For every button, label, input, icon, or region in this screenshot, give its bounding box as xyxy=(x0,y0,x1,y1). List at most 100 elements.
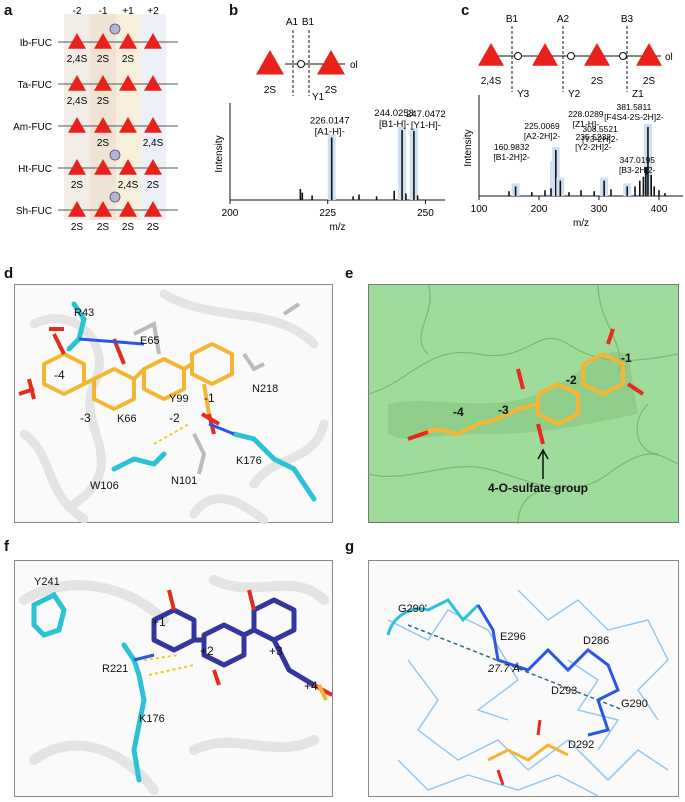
site-label: -1 xyxy=(621,351,632,365)
residue-label: D293 xyxy=(551,685,577,697)
sulfation-label: 2S xyxy=(643,76,656,87)
panel-b-label: b xyxy=(229,2,239,19)
sulfation-label: 2S xyxy=(122,222,135,233)
residue-label: K176 xyxy=(139,713,165,725)
residue-label: G290' xyxy=(398,603,427,615)
residue-label: E65 xyxy=(140,335,160,347)
reducing-end-label: ol xyxy=(350,60,358,71)
fucose-triangle xyxy=(144,117,162,133)
fucose-triangle xyxy=(68,201,86,217)
fragment-label: A1 xyxy=(286,17,299,28)
sulfation-label: 2S xyxy=(325,85,338,96)
fucoidan-name: Ht-FUC xyxy=(18,164,52,175)
sulfation-label: 2,4S xyxy=(481,76,502,87)
fragment-label: Y2 xyxy=(568,89,581,100)
peak-ion-label: [B1-2H]2- xyxy=(493,152,530,162)
residue-label: Y99 xyxy=(169,393,189,405)
fucoidan-name: Sh-FUC xyxy=(16,206,52,217)
residue-label: Y241 xyxy=(34,576,60,588)
fucose-triangle xyxy=(119,159,137,175)
sulfation-label: 2S xyxy=(97,222,110,233)
peak-ion-label: [B1-H]- xyxy=(379,119,409,130)
sulfation-label: 2,4S xyxy=(143,138,164,149)
fucoidan-name: Am-FUC xyxy=(13,122,52,133)
fucose-triangle xyxy=(144,75,162,91)
fragment-label: Z1 xyxy=(632,89,644,100)
fucose-triangle xyxy=(94,75,112,91)
site-label: -4 xyxy=(453,405,464,419)
panel-e-label: e xyxy=(345,265,354,282)
site-label: +2 xyxy=(200,644,214,658)
fucose-triangle xyxy=(256,50,284,75)
fucose-triangle xyxy=(94,33,112,49)
sulfation-label: 2S xyxy=(591,76,604,87)
peak-mz-label: 308.5521 xyxy=(582,124,618,134)
fucose-triangle xyxy=(144,33,162,49)
linkage-oxygen xyxy=(514,52,522,60)
x-tick-label: 100 xyxy=(471,204,488,215)
fragment-label: Y3 xyxy=(517,89,530,100)
x-axis-label: m/z xyxy=(573,218,589,229)
position-label: +1 xyxy=(122,6,134,17)
site-label: +4 xyxy=(304,679,318,693)
peak-mz-label: 244.0253 xyxy=(374,108,414,119)
fucose-triangle xyxy=(478,43,504,66)
peak-mz-label: 381.5811 xyxy=(617,102,652,112)
branch-icon xyxy=(109,149,121,161)
fucose-triangle xyxy=(636,43,662,66)
site-label: -1 xyxy=(204,391,215,405)
sulfation-label: 2S xyxy=(264,85,277,96)
peak-mz-label: 225.0069 xyxy=(524,121,560,131)
x-tick-label: 200 xyxy=(222,208,239,219)
peak-ion-label: [A2-2H]2- xyxy=(524,131,561,141)
panel-f-structure: Y241 +1 +2 +3 R221 K176 +4 xyxy=(14,560,333,797)
fucose-triangle xyxy=(119,201,137,217)
branch-icon xyxy=(109,191,121,203)
fucose-triangle xyxy=(94,201,112,217)
peak-ion-label: [A1-H]- xyxy=(315,126,345,137)
residue-label: N101 xyxy=(171,475,197,487)
site-label: +3 xyxy=(269,644,283,658)
fucose-triangle xyxy=(68,117,86,133)
site-label: -4 xyxy=(54,368,65,382)
panel-e-surface: -4 -3 -2 -1 4-O-sulfate group xyxy=(367,283,679,525)
reducing-end-label: ol xyxy=(665,52,673,63)
panel-c-label: c xyxy=(461,2,470,19)
fragment-label: A2 xyxy=(557,14,570,25)
residue-label: G290 xyxy=(621,698,648,710)
fucose-triangle xyxy=(317,50,345,75)
y-axis-label: Intensity xyxy=(214,135,225,172)
peak-ion-label: [B3-2H]2- xyxy=(619,165,656,175)
peak-mz-label: 235.5232 xyxy=(576,132,612,142)
sulfation-label: 2S xyxy=(147,222,160,233)
peak-ion-label: [Y2-2H]2- xyxy=(575,142,612,152)
position-label: -1 xyxy=(99,6,108,17)
fucose-triangle xyxy=(94,117,112,133)
fucose-triangle xyxy=(119,75,137,91)
linkage-oxygen xyxy=(297,60,305,68)
site-label: -3 xyxy=(498,403,509,417)
fragment-label: B1 xyxy=(302,17,315,28)
sulfation-label: 2,4S xyxy=(67,54,88,65)
fucose-triangle xyxy=(94,159,112,175)
fucose-triangle xyxy=(144,159,162,175)
residue-label: E296 xyxy=(500,631,526,643)
peak-ion-label: [Z1-H]- xyxy=(573,119,600,129)
sulfation-label: 2,4S xyxy=(118,180,139,191)
fucose-triangle xyxy=(144,201,162,217)
distance-label: 27.7 Å xyxy=(487,662,520,675)
site-label: -2 xyxy=(169,411,180,425)
peak-mz-label: 228.0289 xyxy=(568,109,604,119)
fragment-label: B1 xyxy=(506,14,519,25)
sulfation-label: 2,4S xyxy=(67,96,88,107)
fucose-triangle xyxy=(68,33,86,49)
sulfation-label: 2S xyxy=(122,54,135,65)
site-label: +1 xyxy=(152,615,166,629)
peak-ion-label: [F4S4-2S-2H]2- xyxy=(604,112,664,122)
residue-label: K176 xyxy=(236,455,262,467)
x-axis-label: m/z xyxy=(329,222,345,233)
x-tick-label: 250 xyxy=(417,208,434,219)
